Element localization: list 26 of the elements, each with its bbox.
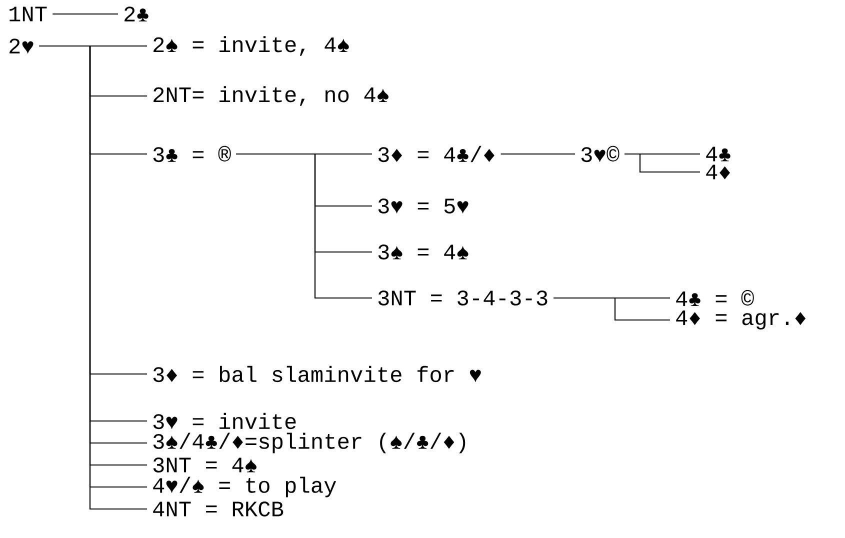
bid-text: 3♥© <box>581 146 620 162</box>
bid-text: 3♥ = 5♥ <box>378 198 468 214</box>
bid-text: 2♠ = invite, 4♠ <box>154 36 349 56</box>
tree-connector <box>500 153 575 155</box>
bid-text: 4NT = RKCB <box>153 502 284 516</box>
bid-text: 4♦ <box>706 164 730 180</box>
tree-connector <box>236 153 372 299</box>
bid-text: 2NT= invite, no 4♠ <box>154 86 388 106</box>
tree-connector <box>52 13 118 15</box>
bid-text: 3NT = 4♠ <box>153 458 256 472</box>
tree-connector <box>624 153 700 173</box>
bid-text: 4♣ <box>706 146 730 162</box>
bid-text: 4♣ = © <box>676 290 754 306</box>
bid-text: 3♦ = bal slaminvite for ♥ <box>153 366 481 382</box>
bid-text: 3♠/4♣/♦=splinter (♠/♣/♦) <box>153 432 466 454</box>
bid-text: 3♣ = ® <box>153 146 231 162</box>
bid-text: 3♠ = 4♠ <box>378 244 468 260</box>
bid-text: 3NT = 3-4-3-3 <box>378 290 548 306</box>
bid-text: 3♦ = 4♣/♦ <box>378 146 494 162</box>
tree-connector <box>554 297 670 321</box>
bid-text: 4♥/♠ = to play <box>153 476 336 498</box>
bid-text: 2♣ <box>124 6 148 22</box>
bid-text: 4♦ = agr.♦ <box>676 310 806 330</box>
bid-text: 3♥ = invite <box>153 412 296 430</box>
bid-text: 2♥ <box>10 38 34 54</box>
bid-text: 1NT <box>10 6 47 22</box>
